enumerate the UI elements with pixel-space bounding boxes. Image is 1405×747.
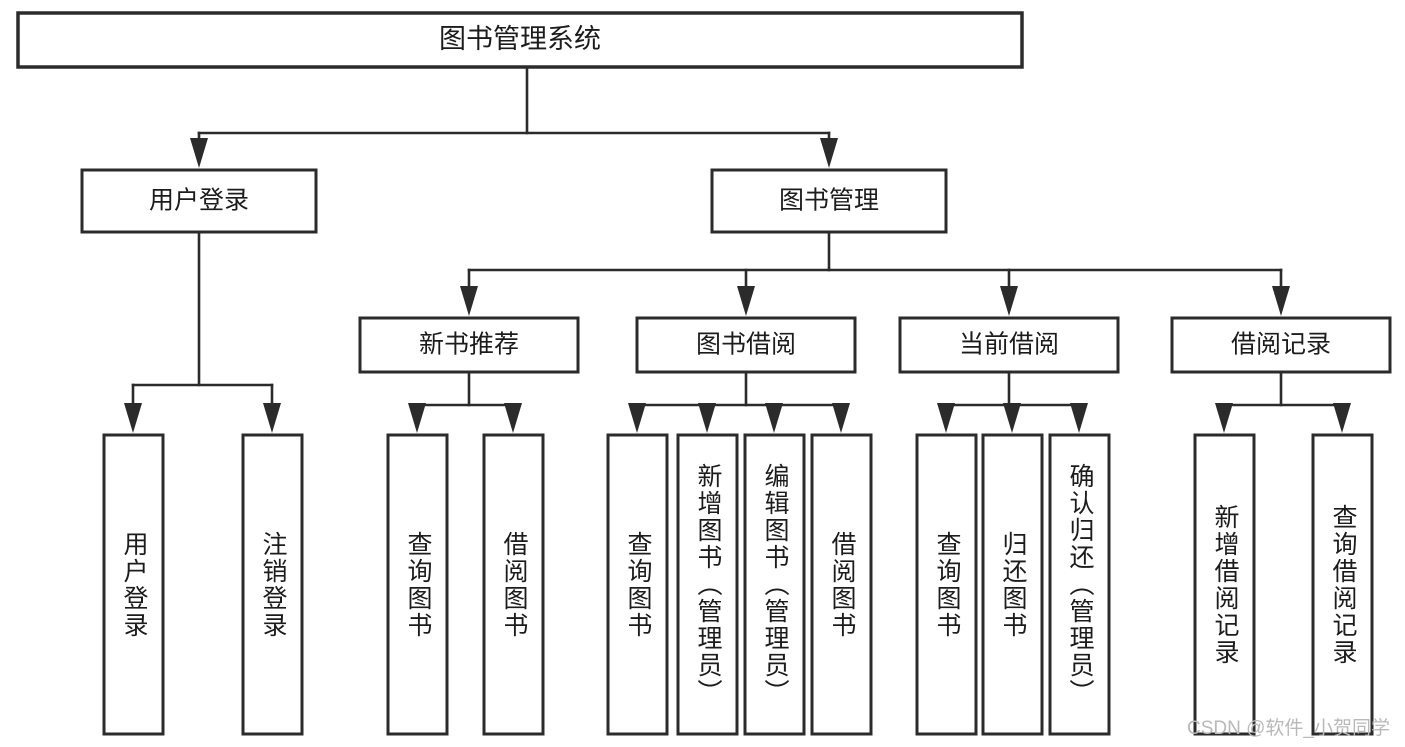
connector-arrowhead bbox=[937, 403, 955, 433]
node-level3-label-3: 借阅记录 bbox=[1231, 331, 1331, 359]
node-level2-label-1: 图书管理 bbox=[779, 187, 879, 215]
connector-arrowhead bbox=[1333, 403, 1351, 433]
connector-arrowhead bbox=[1003, 403, 1021, 433]
connectors-layer bbox=[124, 65, 1351, 433]
node-leaf-box-2[interactable] bbox=[386, 433, 449, 736]
connector-arrowhead bbox=[1272, 286, 1290, 316]
connector-arrowhead bbox=[820, 138, 838, 168]
node-leaf-box-7[interactable] bbox=[810, 433, 873, 736]
connector-arrowhead bbox=[190, 138, 208, 168]
connector-arrowhead bbox=[737, 286, 755, 316]
node-level2-label-0: 用户登录 bbox=[149, 187, 249, 215]
node-leaf-box-5[interactable] bbox=[676, 433, 739, 736]
connector-arrowhead bbox=[1070, 403, 1088, 433]
node-root-box[interactable] bbox=[16, 11, 1024, 69]
node-level2-box-0[interactable] bbox=[80, 168, 318, 234]
node-leaf-box-6[interactable] bbox=[743, 433, 806, 736]
connector-record-to-leaves bbox=[1215, 370, 1351, 433]
boxes-layer bbox=[16, 11, 1392, 736]
node-leaf-box-4[interactable] bbox=[606, 433, 669, 736]
connector-current-borrow-to-leaves bbox=[937, 370, 1088, 433]
node-leaf-box-11[interactable] bbox=[1193, 433, 1256, 736]
connector-arrowhead bbox=[698, 403, 716, 433]
node-leaf-box-9[interactable] bbox=[981, 433, 1044, 736]
connector-borrow-to-leaves bbox=[628, 370, 850, 433]
connector-arrowhead bbox=[504, 403, 522, 433]
connector-arrowhead bbox=[460, 286, 478, 316]
connector-arrowhead bbox=[1000, 286, 1018, 316]
connector-arrowhead bbox=[124, 403, 142, 433]
connector-arrowhead bbox=[832, 403, 850, 433]
connector-new-book-to-leaves bbox=[408, 370, 522, 433]
node-leaf-box-12[interactable] bbox=[1311, 433, 1374, 736]
connector-root-to-level2 bbox=[190, 65, 838, 168]
connector-arrowhead bbox=[408, 403, 426, 433]
connector-arrowhead bbox=[1215, 403, 1233, 433]
connector-arrowhead bbox=[263, 403, 281, 433]
connector-arrowhead bbox=[628, 403, 646, 433]
csdn-watermark: CSDN @软件_小贺同学 bbox=[1187, 718, 1390, 739]
node-leaf-box-0[interactable] bbox=[102, 433, 165, 736]
node-level3-label-2: 当前借阅 bbox=[959, 331, 1059, 359]
node-level3-box-3[interactable] bbox=[1170, 316, 1392, 374]
node-level3-box-0[interactable] bbox=[358, 316, 580, 374]
node-leaf-box-3[interactable] bbox=[482, 433, 545, 736]
connector-arrowhead bbox=[765, 403, 783, 433]
node-level2-box-1[interactable] bbox=[710, 168, 948, 234]
node-level3-label-0: 新书推荐 bbox=[419, 331, 519, 359]
node-level3-label-1: 图书借阅 bbox=[696, 331, 796, 359]
node-level3-box-1[interactable] bbox=[635, 316, 857, 374]
connector-user-login-to-leaves bbox=[124, 230, 281, 433]
node-level3-box-2[interactable] bbox=[898, 316, 1120, 374]
node-leaf-box-10[interactable] bbox=[1048, 433, 1111, 736]
connector-book-mgmt-to-level3 bbox=[460, 230, 1290, 316]
node-root-label: 图书管理系统 bbox=[439, 24, 601, 54]
node-leaf-box-8[interactable] bbox=[915, 433, 978, 736]
node-leaf-box-1[interactable] bbox=[241, 433, 304, 736]
